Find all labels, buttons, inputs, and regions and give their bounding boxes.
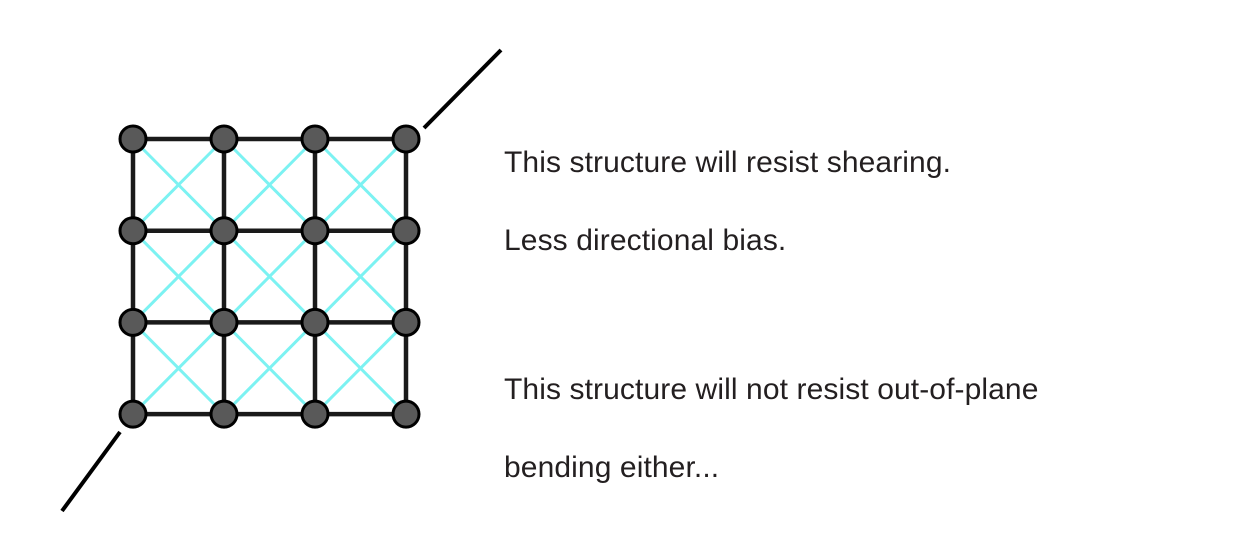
grid-node xyxy=(300,399,330,429)
grid-node xyxy=(391,307,421,337)
annotation-shearing: This structure will resist shearing. Les… xyxy=(504,104,951,299)
leader-top-right xyxy=(422,48,503,130)
brace-diagonal xyxy=(222,137,317,232)
grid-node xyxy=(209,124,239,154)
brace-diagonal xyxy=(222,229,317,324)
annotation-bending: This structure will not resist out-of-pl… xyxy=(504,331,1039,526)
annotation-bending-line-2: bending either... xyxy=(504,451,720,484)
brace-diagonal xyxy=(131,229,226,324)
annotation-bending-line-1: This structure will not resist out-of-pl… xyxy=(504,373,1039,406)
grid-node xyxy=(300,124,330,154)
grid-node xyxy=(118,399,148,429)
grid-node xyxy=(391,216,421,246)
brace-diagonal xyxy=(131,137,226,232)
node-layer xyxy=(118,124,421,429)
grid-node xyxy=(118,216,148,246)
grid-node xyxy=(300,216,330,246)
brace-diagonal xyxy=(222,321,317,416)
brace-diagonal xyxy=(131,321,226,416)
leader-line-layer xyxy=(60,48,503,513)
grid-node xyxy=(209,399,239,429)
brace-layer xyxy=(131,137,408,416)
grid-node xyxy=(209,307,239,337)
brace-diagonal xyxy=(313,229,408,324)
grid-node xyxy=(391,124,421,154)
grid-node xyxy=(209,216,239,246)
grid-node xyxy=(391,399,421,429)
grid-node xyxy=(300,307,330,337)
annotation-shearing-line-1: This structure will resist shearing. xyxy=(504,146,952,179)
grid-node xyxy=(118,307,148,337)
brace-diagonal xyxy=(313,321,408,416)
leader-bottom-left xyxy=(60,430,122,513)
annotation-shearing-line-2: Less directional bias. xyxy=(504,224,787,257)
brace-diagonal xyxy=(313,137,408,232)
beam-layer xyxy=(130,136,409,417)
grid-node xyxy=(118,124,148,154)
